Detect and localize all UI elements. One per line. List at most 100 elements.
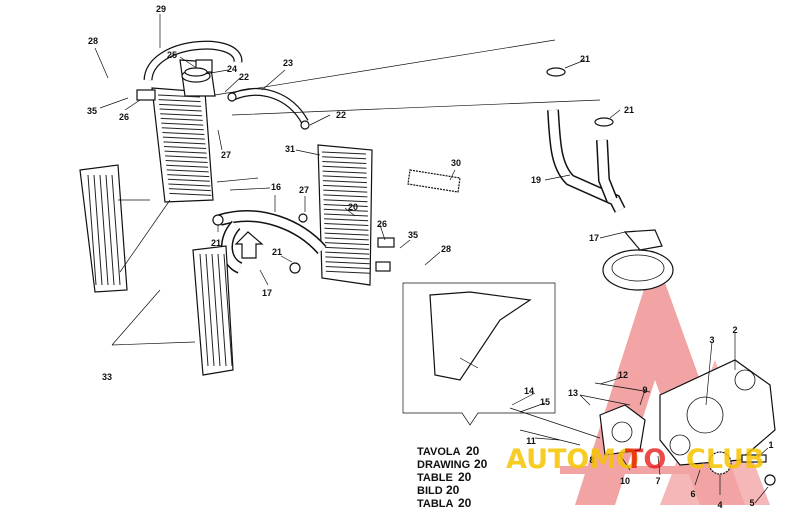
callout-20: 20 <box>348 202 358 212</box>
callout-31: 31 <box>285 144 295 154</box>
radiator-fin <box>324 232 369 236</box>
radiator-fin <box>160 113 203 117</box>
radiator-fin <box>323 203 368 207</box>
radiator-fin <box>323 189 368 193</box>
callout-8: 8 <box>589 455 594 465</box>
radiator-fin <box>163 141 206 145</box>
callout-26a: 26 <box>119 112 129 122</box>
grille-slat <box>87 174 97 286</box>
leader-lines <box>94 14 769 504</box>
callout-23: 23 <box>283 58 293 68</box>
radiator-fin <box>324 223 369 227</box>
radiator-fin <box>161 127 204 131</box>
label-tabla: TABLA <box>417 498 454 510</box>
label-tavola-num: 20 <box>466 444 480 458</box>
label-table-num: 20 <box>458 470 472 484</box>
radiator-fin <box>169 192 212 196</box>
radiator-fin <box>161 122 204 126</box>
grille-slat <box>93 174 103 286</box>
detail-frame <box>402 282 556 426</box>
grille-slat <box>99 174 109 286</box>
hose-16 <box>218 210 327 274</box>
callout-35b: 35 <box>408 230 418 240</box>
callout-5: 5 <box>749 498 754 508</box>
callout-26b: 26 <box>377 219 387 229</box>
forward-arrow-icon <box>234 231 264 259</box>
radiator-fin <box>323 208 368 212</box>
callout-15: 15 <box>540 397 550 407</box>
watermark-to: TO <box>625 444 666 475</box>
radiator-fin <box>166 164 209 168</box>
radiator-fin <box>325 270 370 274</box>
callout-21d: 21 <box>272 247 282 257</box>
radiator-fin <box>323 199 368 203</box>
radiator-cap-25 <box>181 67 211 83</box>
callout-16: 16 <box>271 182 281 192</box>
radiator-fin <box>322 180 367 184</box>
label-bild: BILD <box>417 485 443 497</box>
radiator-fin <box>166 169 209 173</box>
radiator-fin <box>325 261 370 265</box>
radiator-fin <box>325 251 370 255</box>
callout-30: 30 <box>451 158 461 168</box>
hose-29 <box>143 40 243 81</box>
callout-6: 6 <box>690 489 695 499</box>
callout-21b: 21 <box>624 105 634 115</box>
radiator-fin <box>157 94 201 98</box>
radiator-fin <box>325 246 370 250</box>
callout-22b: 22 <box>336 110 346 120</box>
radiator-fin <box>159 103 202 107</box>
grille-slat <box>205 253 215 367</box>
callout-25: 25 <box>167 50 177 60</box>
callout-28a: 28 <box>88 36 98 46</box>
callout-17b: 17 <box>262 288 272 298</box>
callout-14: 14 <box>524 386 534 396</box>
radiator-fin <box>325 256 370 260</box>
label-tabla-num: 20 <box>458 496 472 510</box>
callout-7: 7 <box>655 476 660 486</box>
heat-shield-30 <box>407 169 461 193</box>
label-tavola: TAVOLA <box>417 446 461 458</box>
callout-12: 12 <box>618 370 628 380</box>
left-radiator <box>136 59 216 203</box>
radiator-fin <box>165 155 208 159</box>
grille-slat <box>111 174 121 286</box>
hose-19 <box>546 67 626 213</box>
hose-23 <box>230 88 309 125</box>
radiator-fin <box>325 265 370 269</box>
label-drawing-num: 20 <box>474 457 488 471</box>
radiator-fin <box>324 242 369 246</box>
radiator-fin <box>168 188 211 192</box>
radiator-fin <box>162 131 205 135</box>
callout-1: 1 <box>768 440 773 450</box>
radiator-fin <box>324 227 369 231</box>
radiator-fin <box>163 146 207 149</box>
right-radiator <box>317 144 395 286</box>
grille-slat <box>105 174 115 286</box>
radiator-fin <box>322 175 367 179</box>
callout-19: 19 <box>531 175 541 185</box>
hose-clamps <box>212 92 310 274</box>
grille-slat <box>217 253 227 367</box>
radiator-fin <box>160 117 203 121</box>
callout-28b: 28 <box>441 244 451 254</box>
grille-slat <box>199 253 209 367</box>
callout-24: 24 <box>227 64 237 74</box>
radiator-fin <box>322 156 367 160</box>
radiator-fin <box>323 213 369 217</box>
callout-21c: 21 <box>211 238 221 248</box>
radiator-fin <box>168 183 211 187</box>
radiator-fin <box>167 178 210 182</box>
radiator-fin <box>324 237 369 241</box>
radiator-fin <box>321 151 367 155</box>
radiator-fin <box>165 160 208 164</box>
radiator-fin <box>322 170 367 174</box>
label-bild-num: 20 <box>446 483 460 497</box>
callout-11: 11 <box>526 436 536 446</box>
callout-29: 29 <box>156 4 166 14</box>
table-label-block: TAVOLA 20 DRAWING 20 TABLE 20 BILD 20 TA… <box>417 444 488 510</box>
radiator-fin <box>159 108 202 112</box>
callout-13: 13 <box>568 388 578 398</box>
